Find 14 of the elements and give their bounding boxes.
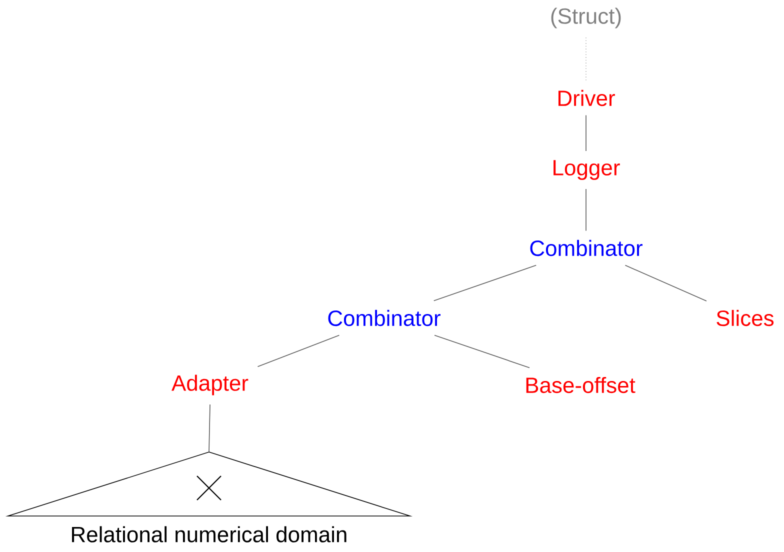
- tree-label: Base-offset: [526, 376, 636, 394]
- connector-line: [257, 334, 340, 368]
- connector-line: [208, 404, 210, 452]
- tree-label: Combinator: [328, 310, 440, 326]
- tree-label: (Struct): [551, 8, 621, 28]
- connector-line: [624, 264, 707, 302]
- connector-line: [434, 334, 530, 368]
- connector-line: [433, 264, 537, 302]
- tree-label: Driver: [558, 90, 615, 106]
- tree-label: Adapter: [172, 374, 248, 396]
- tree-label: Slices: [716, 310, 774, 326]
- tree-label: Logger: [554, 160, 620, 180]
- tree-label: Combinator: [530, 240, 642, 256]
- node-label: Relational numerical domain: [72, 526, 346, 542]
